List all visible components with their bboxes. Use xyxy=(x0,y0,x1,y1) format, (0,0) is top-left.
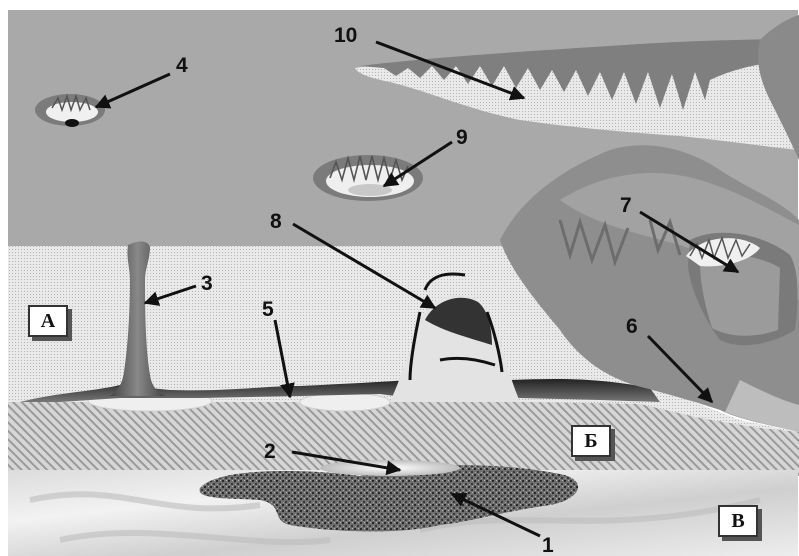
label-3: 3 xyxy=(201,272,213,295)
label-1: 1 xyxy=(542,534,554,556)
label-8: 8 xyxy=(270,210,282,233)
label-7: 7 xyxy=(620,194,632,217)
label-5: 5 xyxy=(262,298,274,321)
label-10: 10 xyxy=(334,24,357,47)
label-9: 9 xyxy=(456,126,468,149)
layer-label-b: Б xyxy=(571,425,611,457)
layer-label-v: В xyxy=(718,505,758,537)
label-2: 2 xyxy=(264,440,276,463)
label-6: 6 xyxy=(626,315,638,338)
layer-label-a: А xyxy=(28,305,68,337)
label-4: 4 xyxy=(176,54,188,77)
